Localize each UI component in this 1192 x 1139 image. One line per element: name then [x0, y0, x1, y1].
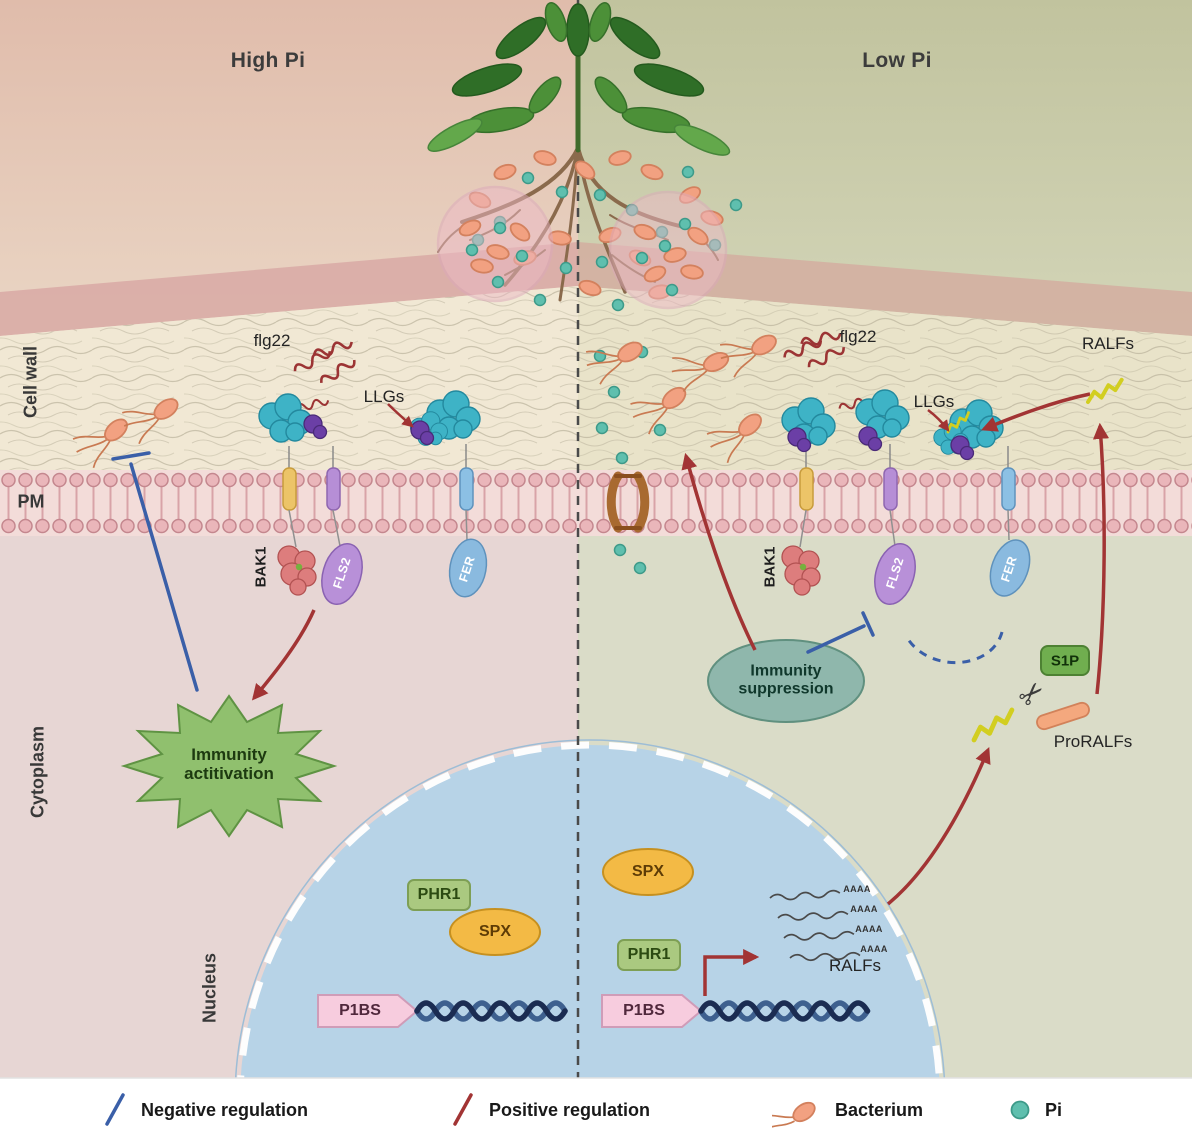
legend-bar	[0, 1077, 1192, 1139]
plant-leaves	[427, 2, 731, 156]
bacterium-icon	[772, 1101, 816, 1130]
legend-pi-label: Pi	[1045, 1099, 1063, 1120]
immunity-suppression-ellipse	[707, 639, 865, 723]
legend-positive-label: Positive regulation	[489, 1099, 651, 1120]
fer-llg-complex-right	[933, 399, 1031, 597]
negative-regulation-left	[111, 451, 199, 692]
plant-illustration	[427, 2, 743, 312]
negative-regulation-right	[806, 611, 875, 654]
phr1-box-right	[617, 939, 681, 971]
spx-ellipse-right	[602, 848, 694, 896]
positive-arrow-transcription	[703, 948, 760, 996]
nucleus-contents-left	[317, 879, 568, 1028]
legend-negative: Negative regulation	[102, 1090, 308, 1130]
nucleus-contents-right	[601, 848, 871, 1028]
spx-ellipse-left	[449, 908, 541, 956]
llgs-pointer-arrow-left	[387, 403, 414, 428]
s1p-badge	[1040, 645, 1090, 676]
legend-positive: Positive regulation	[450, 1090, 650, 1130]
positive-arrow-ralfs-to-receptor	[981, 392, 1091, 432]
positive-arrow-proralfs-to-ralfs	[1092, 422, 1110, 695]
dna-helix-right	[698, 1000, 871, 1022]
p1bs-box-left	[317, 994, 419, 1028]
magnifier-circle-left	[436, 185, 554, 303]
dna-helix-left	[414, 1000, 568, 1022]
legend-bacterium: Bacterium	[772, 1090, 923, 1130]
llgs-pointer-arrow-right	[927, 409, 950, 432]
positive-arrow-to-activation	[251, 609, 316, 701]
legend-negative-label: Negative regulation	[141, 1099, 309, 1120]
negative-regulation-icon	[105, 1093, 125, 1126]
positive-arrow-suppression-to-bacteria	[681, 452, 757, 651]
proralf-propeptide	[1036, 701, 1090, 731]
positive-arrow-mrna-to-proralfs	[886, 747, 991, 906]
plasma-membrane	[0, 470, 1192, 536]
phosphate-transporter	[606, 471, 650, 533]
legend-bacterium-label: Bacterium	[835, 1099, 924, 1120]
p1bs-box-right	[601, 994, 703, 1028]
positive-regulation-icon	[453, 1093, 473, 1126]
magnifier-circle-right	[608, 190, 728, 310]
immunity-activation-burst	[120, 694, 338, 838]
fer-llg-complex-left	[409, 390, 488, 598]
pi-icon	[1010, 1100, 1030, 1120]
fls2-bak1-complex-right	[781, 389, 916, 606]
legend-pi: Pi	[1008, 1090, 1062, 1130]
phr1-box-left	[407, 879, 471, 911]
fls2-bak1-complex-left	[258, 393, 363, 606]
